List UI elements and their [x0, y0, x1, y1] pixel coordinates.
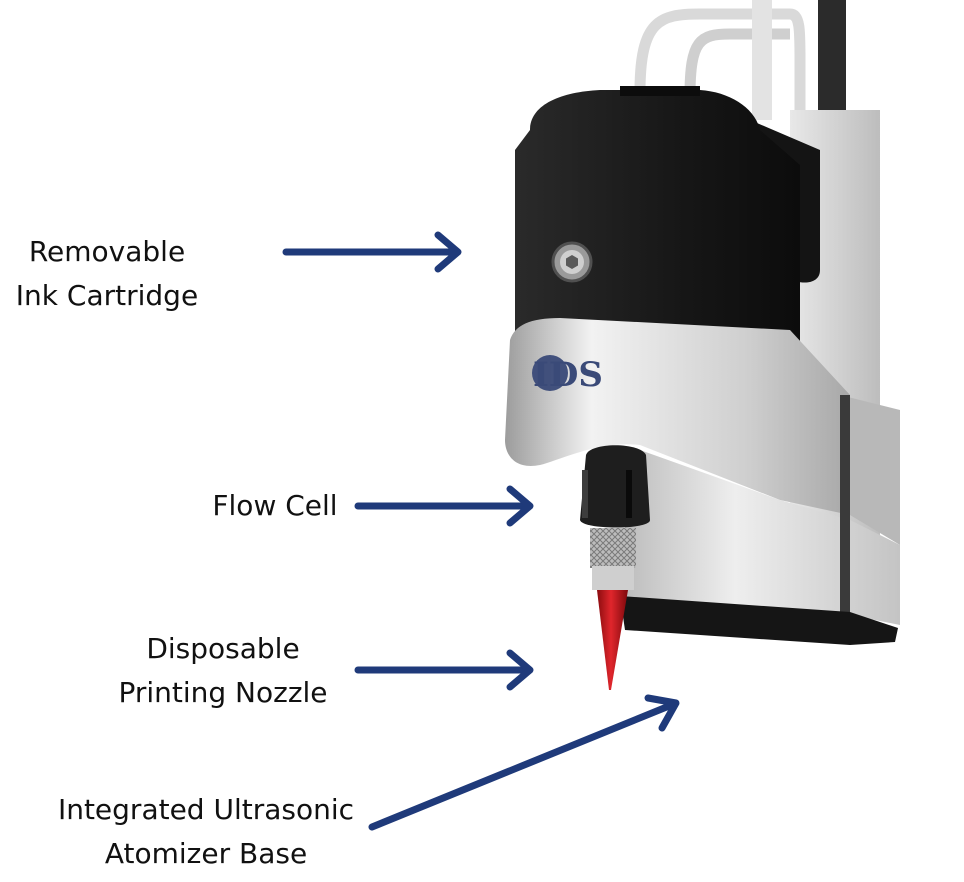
label-flow-cell: Flow Cell [190, 484, 360, 528]
arrow-right-icon [282, 231, 680, 831]
label-line: Removable [28, 235, 186, 268]
label-removable-ink-cartridge: Removable Ink Cartridge [0, 230, 214, 318]
arrow-nozzle [354, 649, 534, 691]
arrow-flow-cell [354, 485, 534, 527]
atomizer-base [620, 450, 900, 645]
metal-collar [505, 318, 900, 545]
ink-cartridge [515, 86, 800, 370]
label-disposable-printing-nozzle: Disposable Printing Nozzle [100, 627, 346, 715]
label-line: Flow Cell [212, 489, 338, 522]
arrow-atomizer [368, 694, 680, 831]
label-line: Integrated Ultrasonic [57, 793, 355, 826]
label-line: Ink Cartridge [15, 279, 199, 312]
printing-nozzle [597, 590, 628, 690]
logo-text: IDS [533, 355, 603, 395]
flow-cell [580, 445, 650, 590]
ids-logo: IDS [532, 355, 603, 395]
label-integrated-ultrasonic-atomizer-base: Integrated Ultrasonic Atomizer Base [30, 788, 382, 876]
label-line: Atomizer Base [104, 837, 308, 870]
arrow-cartridge [282, 231, 462, 273]
hex-screw-icon [551, 241, 593, 283]
label-line: Printing Nozzle [118, 676, 328, 709]
label-line: Disposable [146, 632, 300, 665]
